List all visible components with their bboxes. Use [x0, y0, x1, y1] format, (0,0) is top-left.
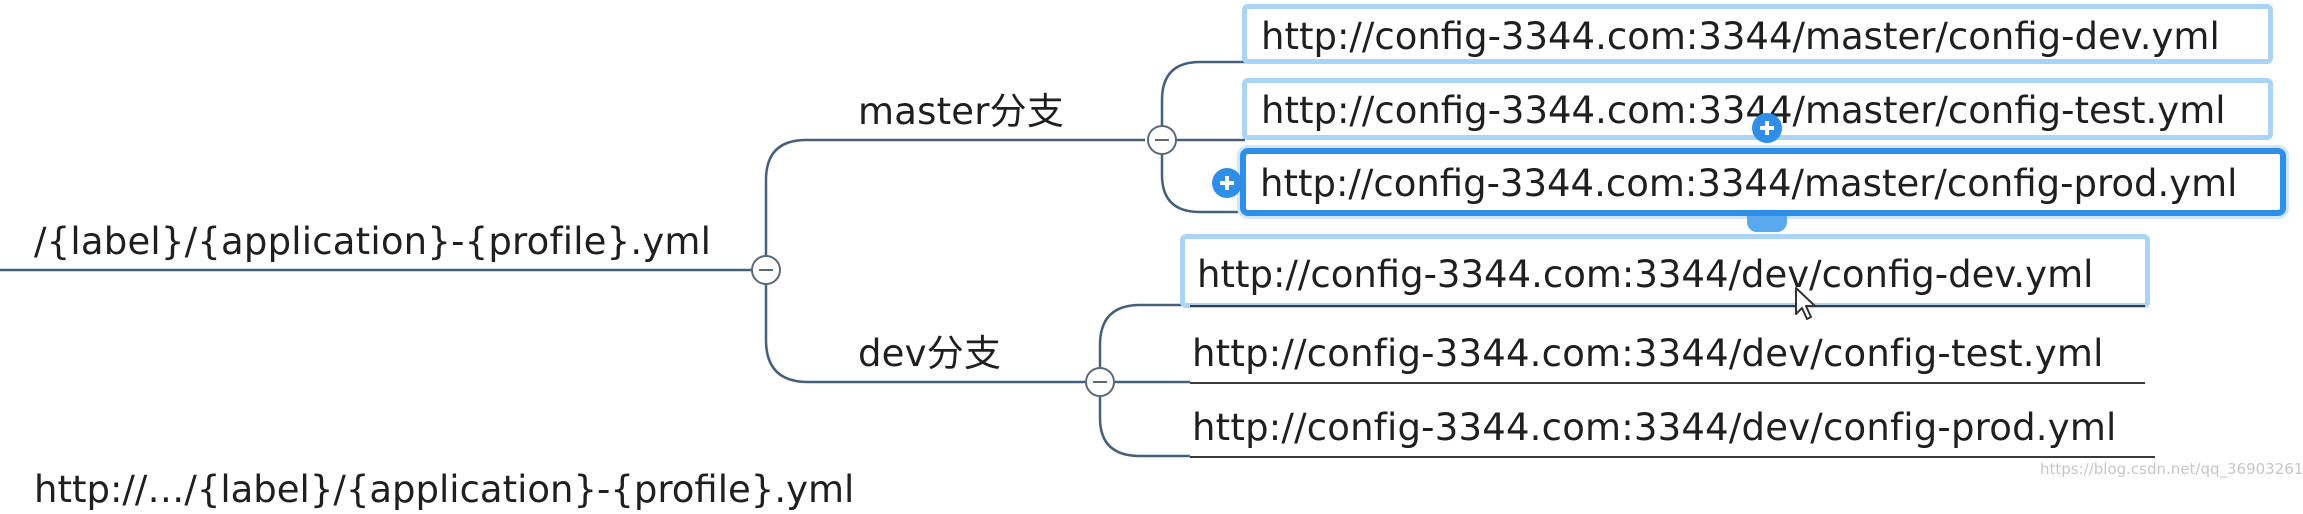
- root-to-master-connector: [764, 138, 1145, 270]
- master-collapse-button[interactable]: [1147, 125, 1177, 155]
- branch-dev-label[interactable]: dev分支: [858, 332, 1002, 375]
- mouse-pointer-icon: [1795, 287, 1816, 320]
- master-child-prod-label: http://config-3344.com:3344/master/confi…: [1260, 162, 2238, 205]
- master-child-prod-node[interactable]: http://config-3344.com:3344/master/confi…: [1240, 148, 2286, 216]
- dev-child-prod-underline: [1190, 456, 2155, 458]
- dev-collapse-button[interactable]: [1085, 367, 1115, 397]
- mindmap-connectors: [0, 60, 1245, 458]
- add-sibling-above-icon[interactable]: [1752, 113, 1782, 143]
- dev-child-dev-node[interactable]: http://config-3344.com:3344/dev/config-d…: [1180, 234, 2150, 308]
- master-child-dev-label: http://config-3344.com:3344/master/confi…: [1261, 15, 2220, 58]
- dev-child-dev-label: http://config-3344.com:3344/dev/config-d…: [1197, 253, 2094, 296]
- master-to-child-3: [1160, 140, 1245, 214]
- root-collapse-button[interactable]: [751, 255, 781, 285]
- master-child-dev-node[interactable]: http://config-3344.com:3344/master/confi…: [1242, 4, 2273, 64]
- add-child-left-icon[interactable]: [1212, 168, 1242, 198]
- drag-handle-icon[interactable]: [1747, 216, 1787, 232]
- master-to-child-1: [1160, 60, 1245, 140]
- watermark-text: https://blog.csdn.net/qq_36903261: [2040, 460, 2303, 478]
- dev-child-dev-underline: [1190, 305, 2145, 307]
- root-topic-label[interactable]: /{label}/{application}-{profile}.yml: [34, 220, 712, 263]
- dev-to-child-1: [1098, 303, 1190, 382]
- branch-master-label[interactable]: master分支: [858, 90, 1065, 133]
- master-child-test-label: http://config-3344.com:3344/master/confi…: [1261, 89, 2226, 132]
- cut-off-bottom-text: http://…/{label}/{application}-{profile}…: [34, 468, 855, 511]
- dev-child-test-label[interactable]: http://config-3344.com:3344/dev/config-t…: [1192, 332, 2104, 375]
- dev-child-test-underline: [1190, 382, 2145, 384]
- dev-to-child-3: [1098, 382, 1190, 458]
- root-to-dev-connector: [764, 270, 1100, 384]
- dev-child-prod-label[interactable]: http://config-3344.com:3344/dev/config-p…: [1192, 406, 2117, 449]
